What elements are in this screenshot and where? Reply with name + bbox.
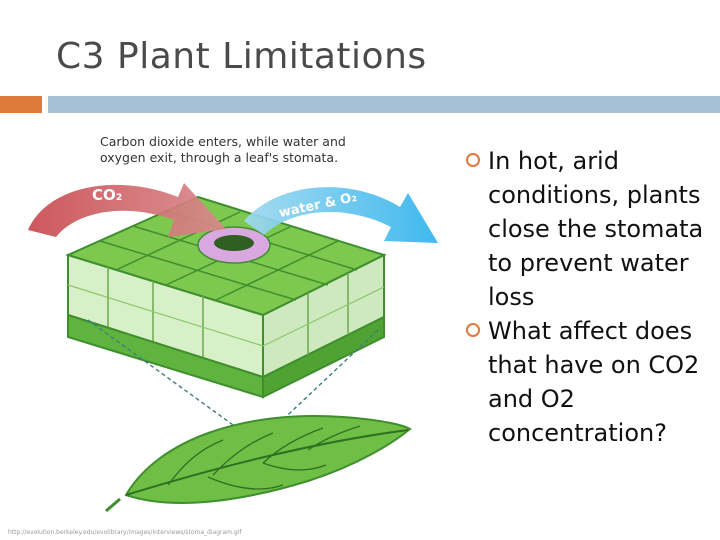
circle-bullet-icon: [466, 323, 480, 337]
leaf-illustration: CO₂ water & O₂: [8, 125, 440, 527]
bullet-list: In hot, arid conditions, plants close th…: [466, 144, 716, 450]
circle-bullet-icon: [466, 153, 480, 167]
bullet-item: What affect does that have on CO2 and O2…: [466, 314, 716, 450]
stoma: [198, 227, 270, 263]
bullet-text: In hot, arid conditions, plants close th…: [488, 144, 716, 314]
stomata-diagram: Carbon dioxide enters, while water and o…: [8, 125, 440, 535]
slide-title: C3 Plant Limitations: [56, 36, 427, 77]
bullet-item: In hot, arid conditions, plants close th…: [466, 144, 716, 314]
leaf-icon: [106, 416, 410, 511]
co2-label: CO₂: [92, 186, 122, 204]
accent-bar-orange: [0, 96, 42, 113]
image-source-url: http://evolution.berkeley.edu/evolibrary…: [8, 529, 242, 536]
accent-bar-blue: [48, 96, 720, 113]
bullet-text: What affect does that have on CO2 and O2…: [488, 314, 716, 450]
